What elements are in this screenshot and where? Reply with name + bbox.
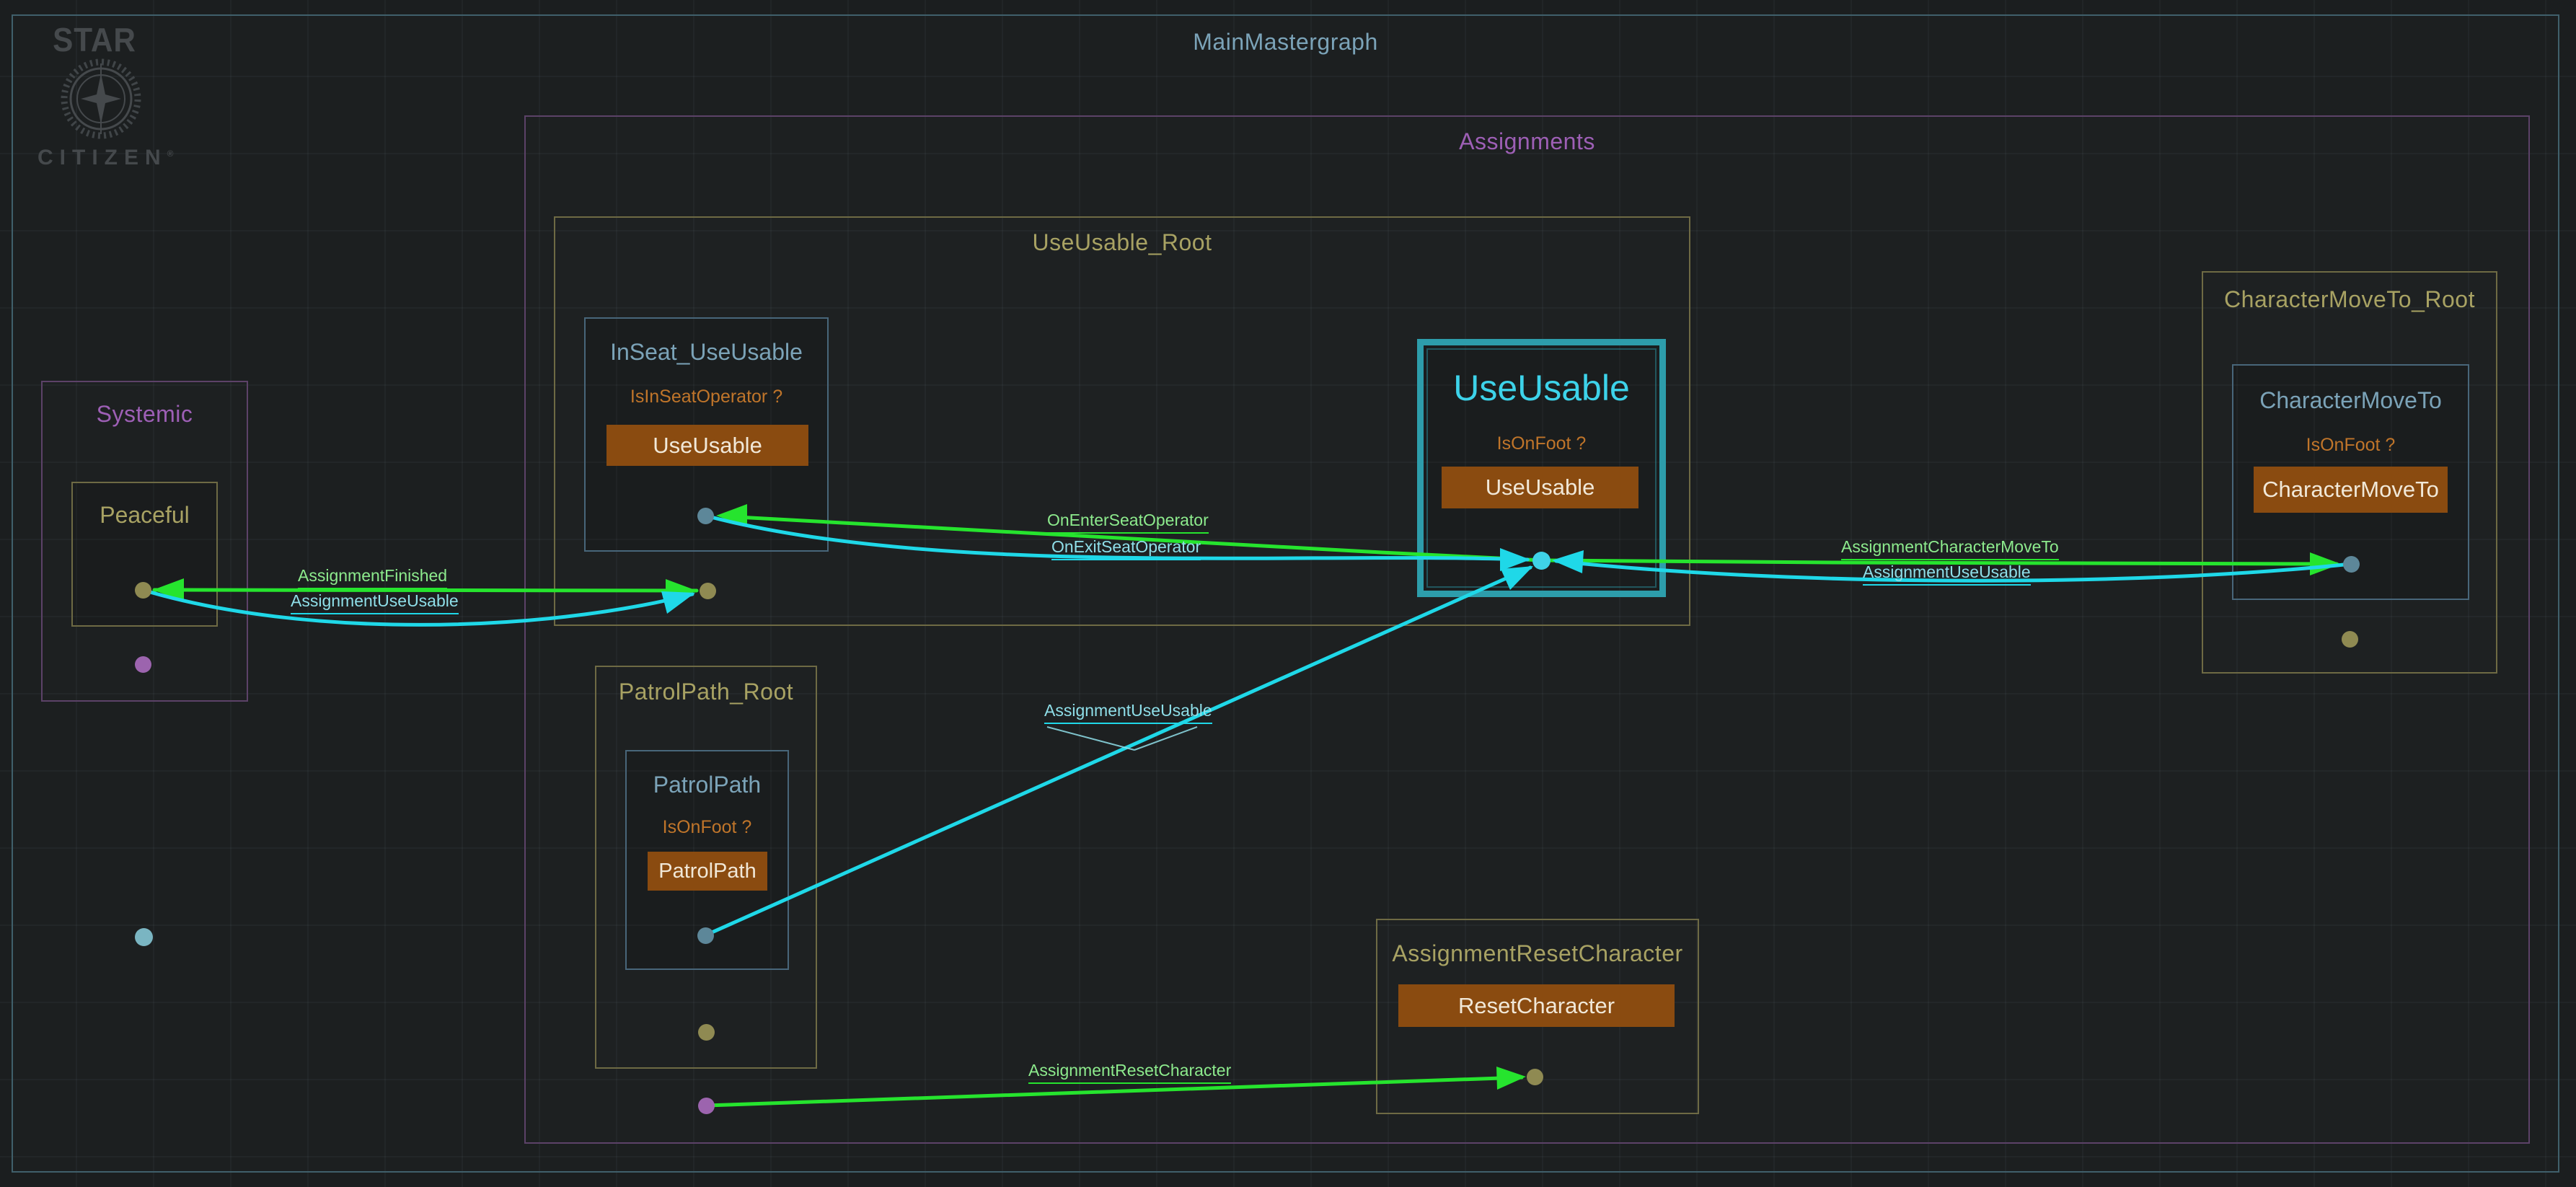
container-title-assignments: Assignments [526, 128, 2528, 155]
container-title-assignment-reset-character: AssignmentResetCharacter [1377, 940, 1698, 967]
logo-text-star: STAR [45, 20, 144, 59]
action-button-resetcharacter[interactable]: ResetCharacter [1398, 984, 1675, 1027]
container-title-systemic: Systemic [43, 401, 247, 428]
logo-text-citizen: CITIZEN® [38, 146, 173, 170]
port-charactermoveto[interactable] [2343, 556, 2360, 573]
port-assignments-purple-out[interactable] [698, 1098, 715, 1114]
edge-label-on-enter-seat-operator: OnEnterSeatOperator [1047, 511, 1209, 534]
container-title-mainmastergraph: MainMastergraph [13, 29, 2558, 56]
registered-mark: ® [167, 149, 180, 159]
node-title-useusable: UseUsable [1424, 367, 1659, 409]
edge-label-assignment-reset-character: AssignmentResetCharacter [1028, 1061, 1231, 1084]
action-button-charactermoveto[interactable]: CharacterMoveTo [2254, 467, 2448, 513]
star-citizen-logo: STAR CITIZEN® [29, 20, 173, 170]
action-button-patrolpath[interactable]: PatrolPath [648, 852, 767, 891]
edge-label-on-exit-seat-operator: OnExitSeatOperator [1051, 537, 1201, 560]
container-title-charactermoveto-root: CharacterMoveTo_Root [2203, 286, 2496, 313]
container-title-useusable-root: UseUsable_Root [555, 229, 1689, 256]
port-inseat-useusable[interactable] [697, 508, 714, 524]
port-patrolpath-root-out[interactable] [698, 1024, 715, 1041]
port-useusable[interactable] [1532, 552, 1551, 570]
port-useusable-root-out[interactable] [700, 583, 716, 599]
port-patrolpath[interactable] [697, 927, 714, 944]
edge-label-assignment-character-moveto: AssignmentCharacterMoveTo [1841, 537, 2059, 560]
edge-label-assignment-finished: AssignmentFinished [298, 566, 447, 589]
edge-label-assignment-useusable-left: AssignmentUseUsable [291, 591, 459, 614]
node-condition-useusable: IsOnFoot ? [1424, 433, 1659, 454]
node-title-peaceful: Peaceful [73, 502, 216, 529]
port-charactermoveto-root-out[interactable] [2342, 631, 2358, 648]
node-condition-inseat-useusable: IsInSeatOperator ? [586, 387, 827, 407]
star-citizen-emblem-icon [58, 58, 144, 144]
edge-label-assignment-useusable-right: AssignmentUseUsable [1863, 562, 2031, 586]
node-title-patrolpath: PatrolPath [627, 772, 788, 798]
container-title-patrolpath-root: PatrolPath_Root [596, 679, 816, 705]
node-title-inseat-useusable: InSeat_UseUsable [586, 339, 827, 366]
port-assignment-reset-character[interactable] [1527, 1069, 1543, 1085]
action-button-useusable[interactable]: UseUsable [1442, 467, 1638, 508]
action-button-useusable-inseat[interactable]: UseUsable [606, 425, 808, 466]
port-floating-dot[interactable] [135, 928, 153, 946]
port-systemic-out[interactable] [135, 656, 151, 673]
port-peaceful-out[interactable] [135, 582, 151, 599]
node-condition-patrolpath: IsOnFoot ? [627, 817, 788, 838]
node-title-charactermoveto: CharacterMoveTo [2233, 387, 2468, 414]
node-condition-charactermoveto: IsOnFoot ? [2233, 435, 2468, 456]
edge-label-assignment-useusable-diagonal: AssignmentUseUsable [1044, 701, 1212, 724]
edge-assignment-finished[interactable] [154, 590, 697, 591]
